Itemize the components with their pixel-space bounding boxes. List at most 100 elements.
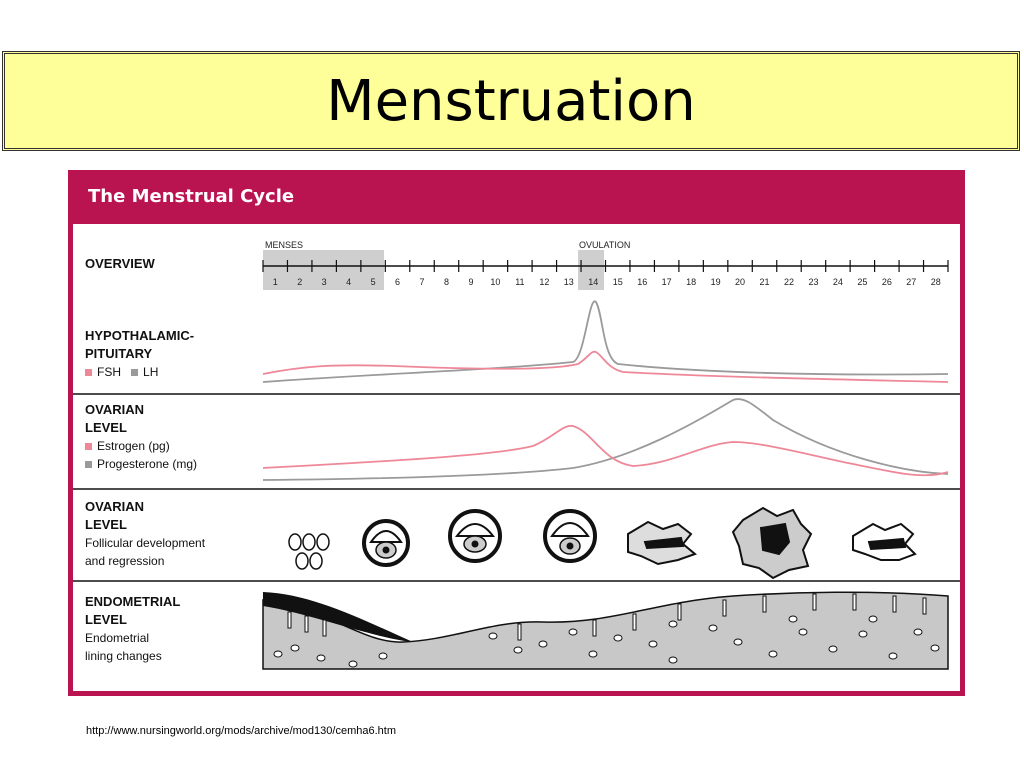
gland-duct bbox=[592, 619, 597, 637]
gland bbox=[316, 654, 326, 662]
ovulation-label: OVULATION bbox=[579, 240, 630, 250]
follicle-desc1: Follicular development bbox=[85, 536, 206, 550]
lh-curve bbox=[262, 300, 949, 383]
day-number: 8 bbox=[444, 277, 449, 287]
fsh-legend: FSH bbox=[97, 365, 121, 379]
day-number: 11 bbox=[515, 277, 524, 287]
progesterone-swatch bbox=[85, 461, 92, 469]
endometrial-lining bbox=[262, 591, 949, 670]
day-number: 28 bbox=[931, 277, 941, 287]
ruptured-follicle bbox=[627, 520, 697, 566]
day-number: 9 bbox=[468, 277, 473, 287]
day-number: 25 bbox=[857, 277, 867, 287]
gland bbox=[668, 656, 678, 664]
fsh-swatch bbox=[85, 369, 92, 377]
gland bbox=[588, 650, 598, 658]
day-number: 22 bbox=[784, 277, 794, 287]
pituitary-line2: PITUITARY bbox=[85, 346, 153, 361]
gland bbox=[378, 652, 388, 660]
ovarian-hormone-line1: OVARIAN bbox=[85, 402, 144, 417]
menses-shade bbox=[263, 250, 384, 290]
pituitary-label: HYPOTHALAMIC- PITUITARY FSH LH bbox=[85, 327, 194, 381]
day-number: 4 bbox=[346, 277, 351, 287]
gland bbox=[648, 640, 658, 648]
endometrial-label: ENDOMETRIAL LEVEL Endometrial lining cha… bbox=[85, 593, 180, 665]
follicle-line1: OVARIAN bbox=[85, 499, 144, 514]
progesterone-legend-row: Progesterone (mg) bbox=[85, 455, 197, 473]
endometrial-desc1: Endometrial bbox=[85, 631, 150, 645]
ovarian-hormone-label: OVARIAN LEVEL Estrogen (pg) Progesterone… bbox=[85, 401, 197, 473]
gland-duct bbox=[632, 613, 637, 631]
estrogen-legend: Estrogen (pg) bbox=[97, 439, 170, 453]
endometrial-line1: ENDOMETRIAL bbox=[85, 594, 181, 609]
gland-duct bbox=[892, 595, 897, 613]
gland bbox=[888, 652, 898, 660]
endometrial-line2: LEVEL bbox=[85, 612, 127, 627]
title-box: Menstruation bbox=[2, 51, 1020, 151]
gland bbox=[513, 646, 523, 654]
gland bbox=[913, 628, 923, 636]
day-number: 6 bbox=[395, 277, 400, 287]
gland bbox=[668, 620, 678, 628]
figure-title: The Menstrual Cycle bbox=[88, 186, 295, 207]
ovarian-hormone-curves bbox=[262, 398, 949, 481]
gland-duct bbox=[287, 611, 292, 629]
follicle-stages bbox=[288, 506, 917, 580]
source-url: http://www.nursingworld.org/mods/archive… bbox=[86, 725, 396, 737]
gland bbox=[708, 624, 718, 632]
gland-duct bbox=[762, 595, 767, 613]
day-number: 23 bbox=[808, 277, 818, 287]
day-number: 2 bbox=[297, 277, 302, 287]
progesterone-curve bbox=[262, 398, 949, 481]
day-number: 5 bbox=[371, 277, 376, 287]
gland bbox=[538, 640, 548, 648]
follicle-label: OVARIAN LEVEL Follicular development and… bbox=[85, 498, 205, 570]
estrogen-legend-row: Estrogen (pg) bbox=[85, 437, 197, 455]
pituitary-legend: FSH LH bbox=[85, 363, 194, 381]
gland-duct bbox=[517, 623, 522, 641]
menses-label: MENSES bbox=[265, 240, 303, 250]
estrogen-swatch bbox=[85, 443, 92, 451]
day-number: 21 bbox=[760, 277, 770, 287]
progesterone-legend: Progesterone (mg) bbox=[97, 457, 198, 471]
gland-duct bbox=[322, 619, 327, 637]
gland-duct bbox=[922, 597, 927, 615]
day-number: 1 bbox=[273, 277, 278, 287]
gland bbox=[788, 615, 798, 623]
fsh-curve bbox=[262, 350, 949, 383]
gland-duct bbox=[852, 593, 857, 611]
lh-swatch bbox=[131, 369, 139, 377]
day-number: 18 bbox=[686, 277, 696, 287]
primordial-follicles bbox=[288, 533, 330, 570]
pituitary-curves bbox=[262, 300, 949, 383]
gland bbox=[613, 634, 623, 642]
gland bbox=[273, 650, 283, 658]
lh-legend: LH bbox=[143, 365, 159, 379]
endometrium-fill bbox=[262, 591, 949, 670]
day-number: 27 bbox=[906, 277, 916, 287]
gland-duct bbox=[722, 599, 727, 617]
follicle-line2: LEVEL bbox=[85, 517, 127, 532]
day-number: 19 bbox=[711, 277, 721, 287]
shedding-layer bbox=[263, 592, 413, 642]
gland bbox=[768, 650, 778, 658]
day-number: 20 bbox=[735, 277, 745, 287]
mature-follicle bbox=[543, 509, 597, 563]
day-number: 13 bbox=[564, 277, 574, 287]
gland bbox=[290, 644, 300, 652]
endometrial-glands bbox=[273, 593, 940, 668]
slide-title: Menstruation bbox=[326, 68, 696, 134]
endometrial-desc2: lining changes bbox=[85, 649, 162, 663]
gland bbox=[568, 628, 578, 636]
day-number: 10 bbox=[490, 277, 500, 287]
overview-label: OVERVIEW bbox=[85, 255, 155, 273]
gland bbox=[930, 644, 940, 652]
corpus-luteum bbox=[731, 506, 813, 580]
day-number: 3 bbox=[322, 277, 327, 287]
day-ticks bbox=[262, 260, 949, 272]
gland bbox=[798, 628, 808, 636]
